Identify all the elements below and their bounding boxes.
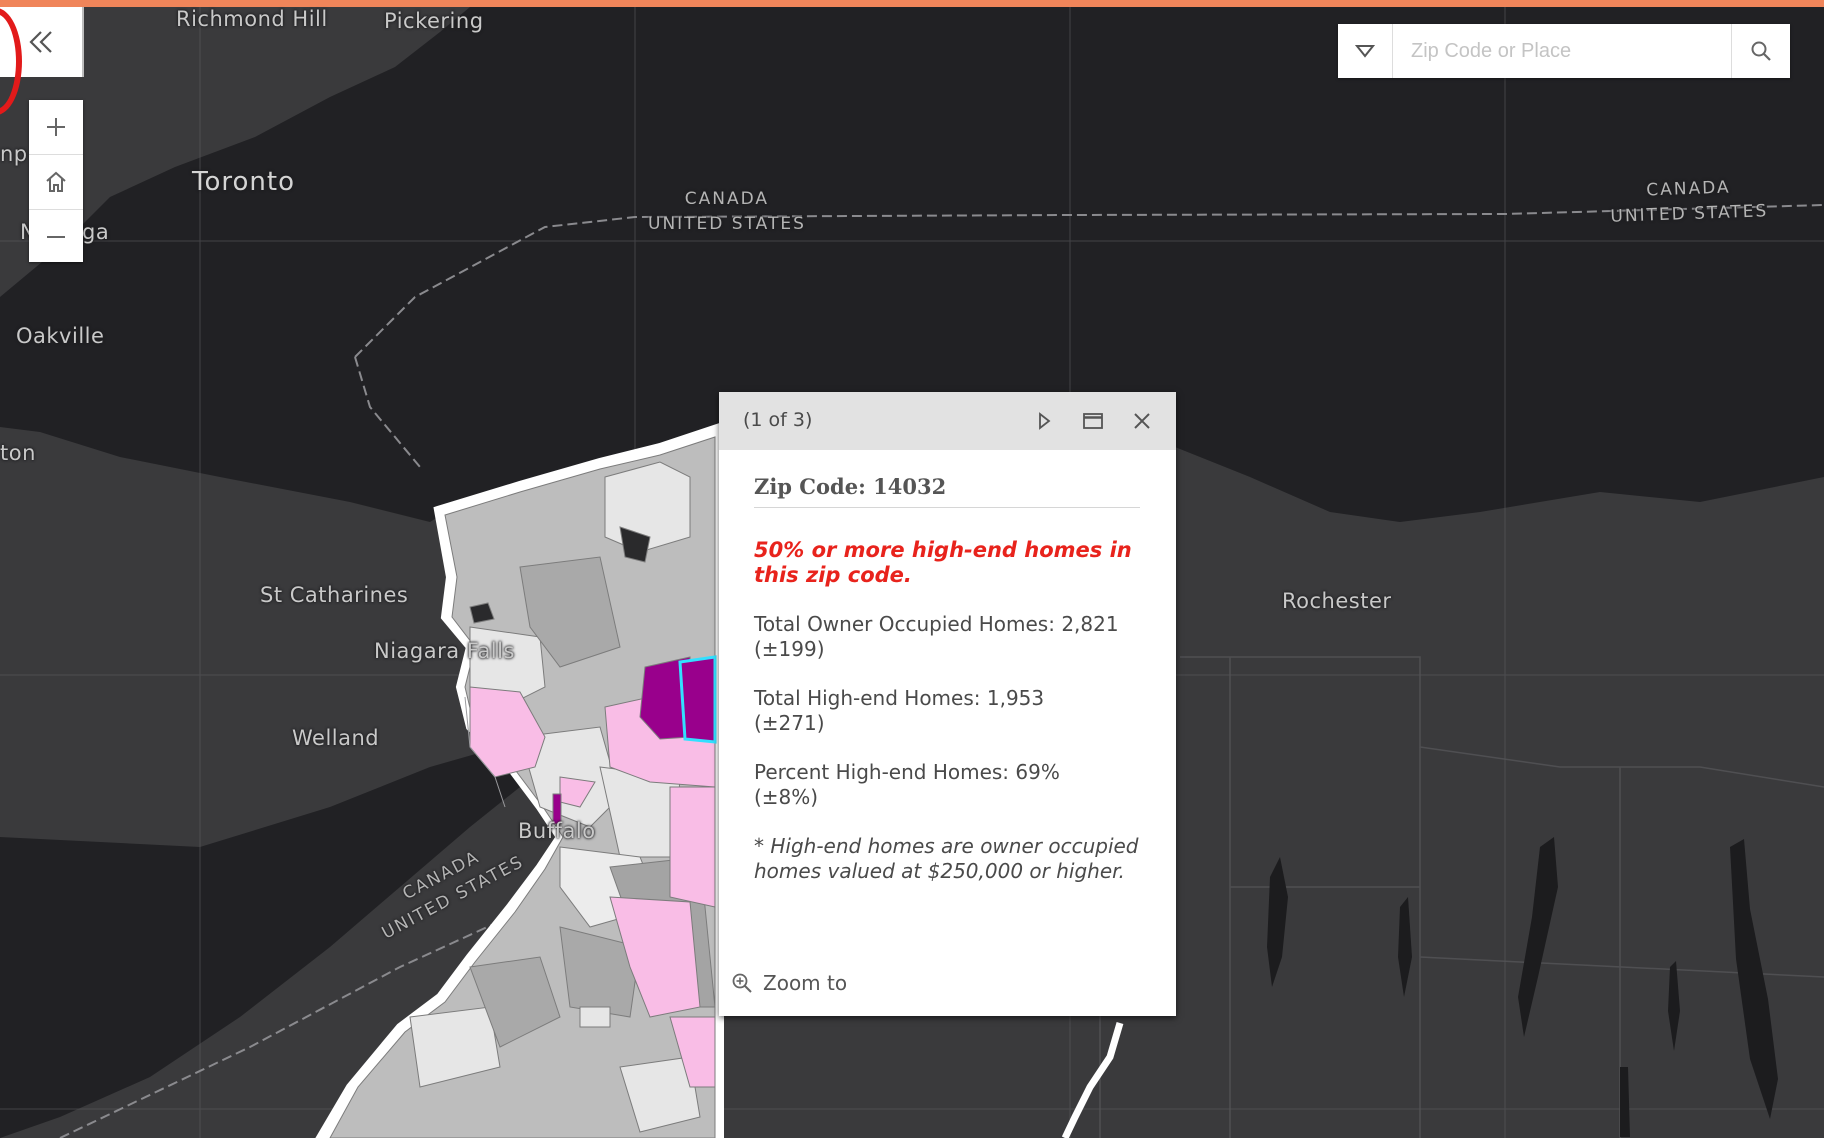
zoom-in-button[interactable] (29, 100, 83, 155)
popup-header: (1 of 3) (719, 392, 1176, 450)
search-button[interactable] (1731, 24, 1790, 78)
maximize-icon (1083, 413, 1103, 429)
zoom-to-button[interactable]: Zoom to (731, 968, 847, 998)
feature-popup: (1 of 3) Zip Code: 14032 50 (719, 392, 1176, 1016)
popup-title: Zip Code: 14032 (754, 474, 1140, 508)
stat-label: Percent High-end Homes: 69% (754, 760, 1060, 784)
stat-moe: (±8%) (754, 785, 819, 809)
caret-down-icon (1355, 45, 1375, 58)
zoom-to-label: Zoom to (763, 971, 848, 995)
stat-percent-high-end: Percent High-end Homes: 69% (±8%) (754, 760, 1140, 810)
home-button[interactable] (29, 155, 83, 210)
zoom-in-magnifier-icon (732, 973, 752, 993)
double-chevron-left-icon (29, 31, 52, 53)
place-label-welland: Welland (292, 726, 380, 750)
stat-moe: (±199) (754, 637, 825, 661)
place-label-richmond-hill: Richmond Hill (176, 7, 328, 31)
popup-body: Zip Code: 14032 50% or more high-end hom… (719, 450, 1176, 884)
place-label-toronto: Toronto (192, 167, 295, 197)
stat-high-end: Total High-end Homes: 1,953 (±271) (754, 686, 1140, 736)
zip-region (315, 421, 724, 1138)
place-label-buffalo: Buffalo (518, 819, 596, 843)
place-label-pickering: Pickering (384, 9, 484, 33)
border-label-center: CANADA UNITED STATES (648, 187, 806, 237)
stat-moe: (±271) (754, 711, 825, 735)
stat-label: Total High-end Homes: 1,953 (754, 686, 1045, 710)
plus-icon (47, 118, 65, 136)
place-label-rochester: Rochester (1282, 589, 1392, 613)
minus-icon (47, 236, 65, 238)
popup-pager: (1 of 3) (743, 409, 813, 431)
search-icon (1751, 41, 1771, 61)
search-source-dropdown[interactable] (1338, 24, 1393, 78)
close-icon (1134, 413, 1150, 429)
border-label-canada: CANADA (684, 189, 770, 209)
zoom-controls (29, 100, 83, 262)
stat-label: Total Owner Occupied Homes: 2,821 (754, 612, 1119, 636)
place-label-niagara-falls: Niagara Falls (374, 639, 515, 663)
border-label-east: CANADA UNITED STATES (1609, 174, 1769, 229)
stat-owner-occupied: Total Owner Occupied Homes: 2,821 (±199) (754, 612, 1140, 662)
border-label-us: UNITED STATES (648, 214, 806, 234)
top-accent-bar (0, 0, 1824, 7)
place-label-st-catharines: St Catharines (260, 583, 409, 607)
map-view[interactable]: Richmond Hill Pickering Toronto N sauga … (0, 7, 1824, 1138)
play-next-icon (1039, 412, 1051, 430)
search-widget (1338, 24, 1790, 78)
popup-next-button[interactable] (1029, 406, 1059, 436)
search-input[interactable] (1393, 24, 1731, 78)
popup-highlight-text: 50% or more high-end homes in this zip c… (754, 538, 1132, 587)
place-label-west-fragment: np (0, 142, 28, 166)
zoom-out-button[interactable] (29, 210, 83, 264)
popup-footnote: * High-end homes are owner occupied home… (754, 834, 1139, 883)
popup-dock-button[interactable] (1078, 406, 1108, 436)
place-label-burlington: ton (0, 441, 36, 465)
popup-close-button[interactable] (1127, 406, 1157, 436)
lake-erie (0, 747, 520, 1138)
lake-ontario (0, 7, 1824, 522)
place-label-oakville: Oakville (16, 324, 105, 348)
home-icon (46, 171, 66, 192)
